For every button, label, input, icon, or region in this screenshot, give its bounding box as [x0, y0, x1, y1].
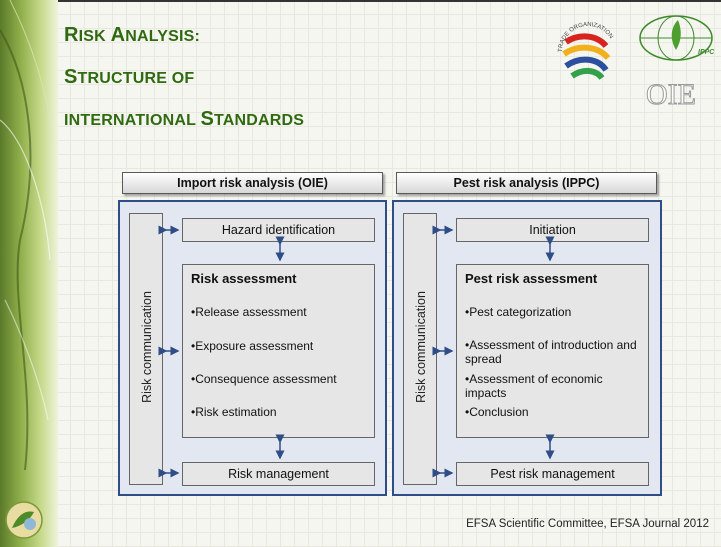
- right-bullet-2: •Assessment of introduction and spread: [465, 338, 637, 366]
- title-line-1: Risk Analysis:: [64, 24, 201, 46]
- left-bottom-box: Risk management: [182, 462, 375, 486]
- right-communication-box: Risk communication: [403, 213, 437, 485]
- left-bullet-4: •Risk estimation: [191, 405, 277, 419]
- left-bullet-3: •Consequence assessment: [191, 372, 337, 386]
- right-bullet-4: •Conclusion: [465, 405, 529, 419]
- right-bottom-box: Pest risk management: [456, 462, 649, 486]
- left-bullet-2: •Exposure assessment: [191, 339, 314, 353]
- right-assessment-box: Pest risk assessment •Pest categorizatio…: [456, 264, 649, 438]
- top-rule: [58, 0, 721, 2]
- ippc-logo: IPPC: [636, 10, 716, 70]
- leaf-decoration: [0, 0, 58, 547]
- left-panel-header: Import risk analysis (OIE): [122, 172, 383, 194]
- svg-text:IPPC: IPPC: [698, 49, 715, 56]
- svg-text:OIE: OIE: [646, 78, 696, 110]
- right-bullet-3: •Assessment of economic impacts: [465, 372, 603, 400]
- title-line-3: international Standards: [64, 108, 305, 130]
- oie-logo: OIE: [640, 76, 712, 112]
- right-assessment-title: Pest risk assessment: [465, 271, 598, 286]
- efsa-badge: [4, 500, 44, 540]
- right-panel-header: Pest risk analysis (IPPC): [396, 172, 657, 194]
- title-line-2: Structure of: [64, 66, 195, 88]
- left-bullet-1: •Release assessment: [191, 305, 307, 319]
- right-bullet-1: •Pest categorization: [465, 305, 572, 319]
- footer-citation: EFSA Scientific Committee, EFSA Journal …: [466, 518, 709, 530]
- left-assessment-box: Risk assessment •Release assessment •Exp…: [182, 264, 375, 438]
- left-panel: Risk communication Hazard identification…: [118, 200, 387, 496]
- left-assessment-title: Risk assessment: [191, 271, 297, 286]
- wto-logo: TRADE ORGANIZATION: [548, 12, 628, 92]
